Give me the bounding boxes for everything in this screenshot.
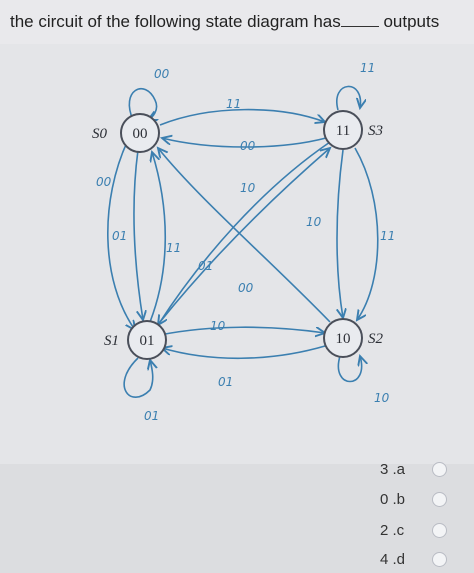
state-s1-name: S1 bbox=[104, 333, 119, 349]
answer-blank bbox=[340, 12, 379, 27]
edge-s3-to-s1 bbox=[158, 141, 331, 325]
option-a-label: 3 .a bbox=[380, 460, 406, 478]
state-s1-code: 01 bbox=[140, 333, 155, 349]
label-s3-to-s2-inner: 10 bbox=[306, 215, 322, 229]
edge-s0-to-s1-left bbox=[107, 139, 135, 330]
label-s0-self: 00 bbox=[154, 67, 170, 81]
label-s0-to-s1-left: 00 bbox=[96, 175, 112, 189]
label-s2-to-s1: 01 bbox=[218, 375, 233, 389]
state-s2: 10 S2 bbox=[323, 318, 384, 358]
label-s2-self: 10 bbox=[374, 391, 390, 405]
option-d[interactable]: 4 .d bbox=[380, 548, 474, 570]
option-c[interactable]: 2 .c bbox=[380, 519, 474, 541]
edge-s0-self bbox=[128, 88, 156, 120]
state-s1: 01 S1 bbox=[104, 320, 167, 360]
state-s2-name: S2 bbox=[368, 331, 384, 347]
label-s0-to-s1-inner: 01 bbox=[112, 229, 127, 243]
edge-s1-to-s2 bbox=[159, 326, 325, 335]
edge-s0-to-s1-inner bbox=[133, 149, 143, 320]
question-text: the circuit of the following state diagr… bbox=[10, 12, 439, 32]
diagram-panel bbox=[0, 44, 474, 464]
label-s1-to-s0: 01 bbox=[198, 259, 213, 273]
label-s3-to-s2-outer: 11 bbox=[380, 229, 395, 243]
edge-s2-self bbox=[337, 356, 361, 383]
edge-s2-to-s1 bbox=[162, 346, 326, 360]
edge-s0-to-s3 bbox=[159, 108, 325, 126]
edge-s3-to-s2-inner bbox=[337, 149, 343, 318]
option-d-label: 4 .d bbox=[380, 550, 406, 568]
edge-s3-self bbox=[336, 85, 361, 111]
option-a[interactable]: 3 .a bbox=[380, 458, 474, 480]
label-s1-to-s2: 10 bbox=[210, 319, 226, 333]
edge-s1-to-s3 bbox=[159, 148, 330, 323]
state-s0-name: S0 bbox=[92, 126, 108, 142]
option-a-radio[interactable] bbox=[432, 461, 447, 477]
option-b[interactable]: 0 .b bbox=[380, 488, 474, 510]
label-s0-to-s3: 11 bbox=[226, 97, 241, 111]
state-s0-code: 00 bbox=[133, 126, 148, 142]
option-d-radio[interactable] bbox=[432, 551, 447, 567]
option-c-radio[interactable] bbox=[432, 522, 447, 538]
question-prefix: the circuit of the following state diagr… bbox=[10, 12, 341, 31]
state-s3-code: 11 bbox=[336, 123, 350, 139]
question-suffix: outputs bbox=[383, 12, 440, 31]
edge-s2-to-s0 bbox=[158, 148, 331, 323]
edge-s1-to-s0 bbox=[149, 152, 167, 323]
label-s3-to-s1: 10 bbox=[240, 181, 256, 195]
question-bar: the circuit of the following state diagr… bbox=[0, 0, 474, 44]
label-s1-self: 01 bbox=[144, 409, 159, 423]
option-b-label: 0 .b bbox=[380, 490, 406, 508]
state-s3-name: S3 bbox=[368, 123, 383, 139]
state-s2-code: 10 bbox=[336, 331, 351, 347]
label-s1-to-s3: 11 bbox=[166, 241, 181, 255]
state-s3: 11 S3 bbox=[323, 110, 383, 150]
state-s0: 00 S0 bbox=[92, 113, 160, 153]
option-b-radio[interactable] bbox=[432, 491, 447, 507]
edge-s3-to-s2-outer bbox=[354, 147, 379, 320]
label-s3-self: 11 bbox=[360, 61, 375, 75]
edge-s3-to-s0 bbox=[162, 138, 327, 148]
label-s3-to-s0: 00 bbox=[240, 139, 256, 153]
option-c-label: 2 .c bbox=[380, 521, 405, 539]
edge-s1-self bbox=[123, 357, 153, 398]
label-s2-to-s0: 00 bbox=[238, 281, 254, 295]
